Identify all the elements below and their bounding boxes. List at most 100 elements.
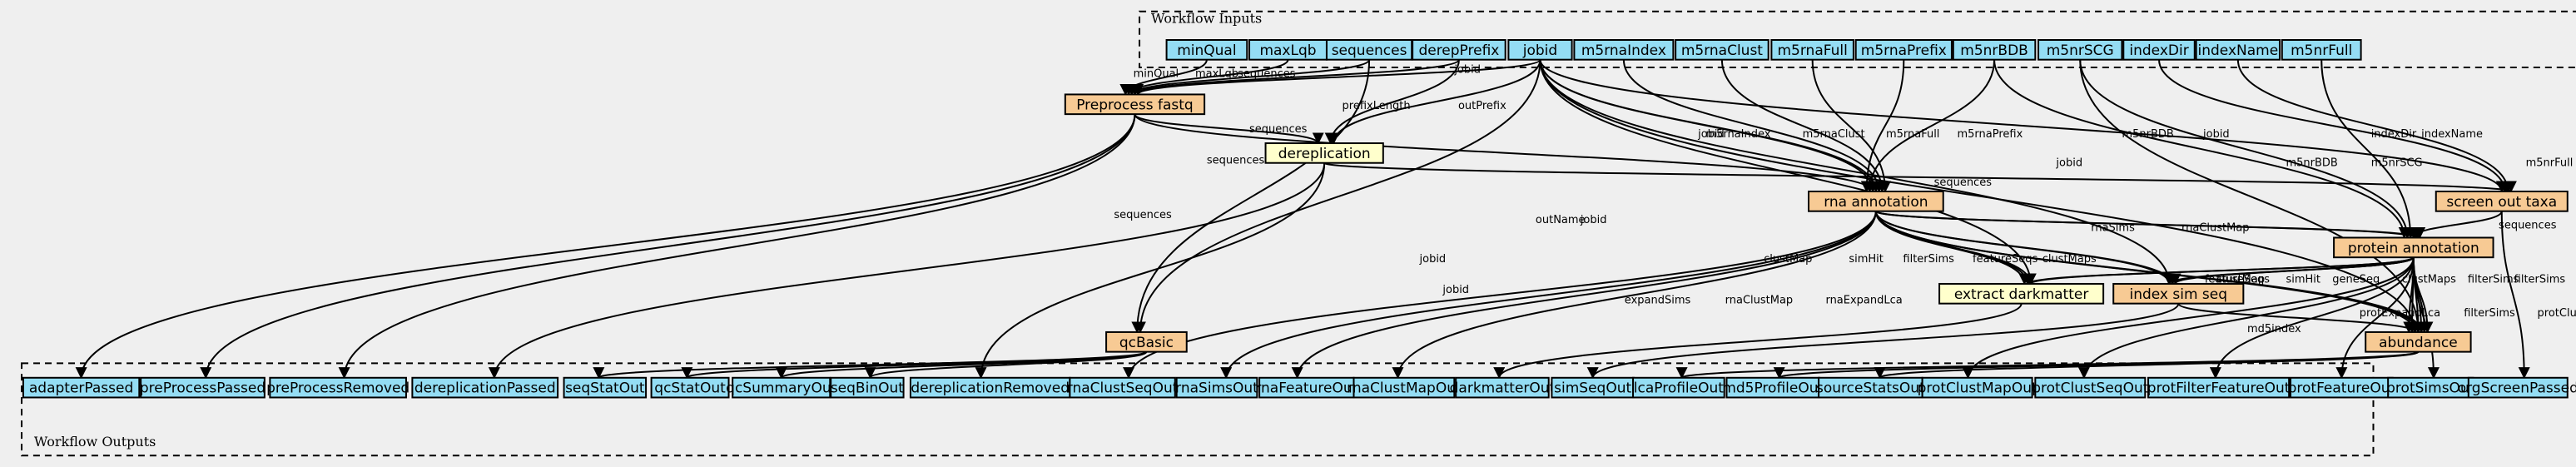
node-derepPrefix[interactable]: derepPrefix (1412, 38, 1506, 61)
node-dereplication-box (1264, 142, 1384, 164)
node-rnaSimsOut[interactable]: rnaSimsOut (1175, 376, 1258, 399)
node-m5nrFull[interactable]: m5nrFull (2281, 38, 2362, 61)
edge-label-protExpandLca: protExpandLca (2360, 307, 2440, 320)
node-m5nrSCG-label: m5nrSCG (2047, 42, 2114, 59)
node-maxLqb[interactable]: maxLqb (1248, 38, 1328, 61)
node-sequences[interactable]: sequences (1325, 38, 1413, 61)
node-qcStatOut[interactable]: qcStatOut (650, 376, 730, 399)
node-m5rnaIndex-label: m5rnaIndex (1581, 42, 1666, 59)
edge-derepPrefix-to-dereplication (1324, 59, 1460, 145)
node-indexsim[interactable]: index sim seq (2112, 282, 2245, 305)
node-m5rnaPrefix-box (1854, 38, 1953, 61)
node-indexName-label: indexName (2198, 42, 2279, 59)
node-protClustMapOut[interactable]: protClustMapOut (1918, 376, 2037, 399)
edge-label-expandSims: expandSims (1625, 295, 1691, 307)
node-m5nrBDB[interactable]: m5nrBDB (1952, 38, 2037, 61)
node-protClustSeqOut[interactable]: protClustSeqOut (2032, 376, 2149, 399)
node-preProcessPassed[interactable]: preProcessPassed (140, 376, 266, 399)
node-rnaClustSeqOut[interactable]: rnaClustSeqOut (1067, 376, 1179, 399)
edge-label-jobid: jobid (1697, 128, 1725, 141)
edge-label-m5rnaClust: m5rnaClust (1803, 128, 1865, 141)
edge-label-m5rnaIndex: m5rnaIndex (1705, 128, 1770, 141)
node-sourceStatsOut[interactable]: sourceStatsOut (1816, 376, 1925, 399)
node-protFilterFeatureOut[interactable]: protFilterFeatureOut (2147, 376, 2291, 399)
edge-label-md5index: md5index (2247, 323, 2301, 335)
node-minQual[interactable]: minQual (1165, 38, 1248, 61)
node-qcBasic[interactable]: qcBasic (1105, 330, 1188, 353)
edge-label-clustMap: clustMap (1764, 253, 1812, 266)
node-derepPrefix-label: derepPrefix (1418, 42, 1499, 59)
node-jobid-label: jobid (1522, 42, 1557, 59)
node-qcStatOut-label: qcStatOut (654, 380, 726, 397)
node-indexName[interactable]: indexName (2195, 38, 2281, 61)
node-darkmatterOut[interactable]: darkmatterOut (1450, 376, 1556, 399)
node-m5rnaPrefix[interactable]: m5rnaPrefix (1854, 38, 1953, 61)
node-preProcessRemoved[interactable]: preProcessRemoved (266, 376, 409, 399)
node-dereplicationRemoved[interactable]: dereplicationRemoved (909, 376, 1071, 399)
edge-rna-to-darkmatter (1874, 211, 2037, 286)
node-preProcessRemoved-label: preProcessRemoved (266, 380, 409, 397)
node-adapterPassed-box (22, 376, 141, 399)
node-preProcessRemoved-box (269, 376, 407, 399)
edge-m5nrFull-to-protein (2320, 59, 2417, 239)
cluster-inputs-box (1139, 10, 2576, 69)
node-dereplication[interactable]: dereplication (1264, 142, 1384, 164)
node-lcaProfileOut[interactable]: lcaProfileOut (1632, 376, 1725, 399)
node-md5ProfileOut[interactable]: md5ProfileOut (1722, 376, 1824, 399)
node-protClustSeqOut-box (2034, 376, 2147, 399)
node-m5rnaClust[interactable]: m5rnaClust (1675, 38, 1769, 61)
edge-label-rnaClustMap: rnaClustMap (1725, 295, 1794, 307)
edge-label-jobid: jobid (1419, 253, 1447, 266)
node-maxLqb-label: maxLqb (1259, 42, 1316, 59)
node-preprocess[interactable]: Preprocess fastq (1064, 93, 1206, 116)
node-protFeatureOut[interactable]: protFeatureOut (2288, 376, 2396, 399)
node-m5nrSCG[interactable]: m5nrSCG (2037, 38, 2123, 61)
edge-jobid-to-qcBasic (1134, 59, 1541, 334)
node-orgScreenPassed[interactable]: orgScreenPassed (2458, 376, 2576, 399)
node-indexName-box (2195, 38, 2281, 61)
node-protSimsOut[interactable]: protSimsOut (2386, 376, 2475, 399)
node-rna[interactable]: rna annotation (1808, 191, 1944, 212)
node-jobid[interactable]: jobid (1507, 38, 1573, 61)
node-m5rnaFull[interactable]: m5rnaFull (1770, 38, 1854, 61)
node-darkmatter[interactable]: extract darkmatter (1938, 282, 2105, 305)
node-indexDir[interactable]: indexDir (2122, 38, 2196, 61)
node-minQual-label: minQual (1177, 42, 1236, 59)
node-rnaFeatureOut[interactable]: rnaFeatureOut (1255, 376, 1358, 399)
edge-protein-to-darkmatter (2025, 256, 2415, 286)
node-qcSummaryOut-label: qcSummaryOut (726, 380, 836, 397)
node-qcSummaryOut[interactable]: qcSummaryOut (726, 376, 837, 399)
edge-abundance-to-md5ProfileOut (1774, 350, 2420, 380)
node-dereplicationPassed-label: dereplicationPassed (414, 380, 556, 397)
node-abundance[interactable]: abundance (2365, 330, 2472, 353)
edge-qcBasic-to-qcStatOut (681, 350, 1148, 380)
edge-preprocess-to-adapterPassed (75, 114, 1136, 380)
node-lcaProfileOut-box (1632, 376, 1725, 399)
node-darkmatterOut-label: darkmatterOut (1450, 380, 1556, 397)
node-dereplicationPassed-box (411, 376, 559, 399)
node-seqBinOut[interactable]: seqBinOut (830, 376, 905, 399)
node-simSeqOut[interactable]: simSeqOut (1551, 376, 1635, 399)
edge-m5nrBDB-to-protein (1993, 59, 2410, 239)
node-rnaClustMapOut[interactable]: rnaClustMapOut (1347, 376, 1462, 399)
node-dereplicationPassed[interactable]: dereplicationPassed (411, 376, 559, 399)
node-protein-label: protein annotation (2348, 240, 2479, 256)
node-adapterPassed[interactable]: adapterPassed (22, 376, 141, 399)
node-lcaProfileOut-label: lcaProfileOut (1634, 380, 1725, 397)
node-m5rnaFull-label: m5rnaFull (1777, 42, 1847, 59)
node-screen[interactable]: screen out taxa (2435, 191, 2569, 212)
node-protein[interactable]: protein annotation (2333, 236, 2494, 259)
edge-screen-to-protein (2407, 211, 2503, 239)
node-seqStatOut[interactable]: seqStatOut (563, 376, 648, 399)
edge-qcBasic-to-seqStatOut (593, 350, 1148, 380)
node-m5rnaIndex[interactable]: m5rnaIndex (1573, 38, 1675, 61)
node-seqStatOut-label: seqStatOut (565, 380, 645, 397)
edge-label-rnaExpandLca: rnaExpandLca (1825, 295, 1902, 307)
node-preProcessPassed-label: preProcessPassed (140, 380, 266, 397)
node-seqStatOut-box (563, 376, 648, 399)
node-rna-box (1808, 191, 1944, 212)
node-darkmatter-label: extract darkmatter (1954, 286, 2089, 303)
edge-label-outName: outName (1536, 214, 1586, 226)
edge-rna-to-indexsim (1874, 211, 2178, 286)
